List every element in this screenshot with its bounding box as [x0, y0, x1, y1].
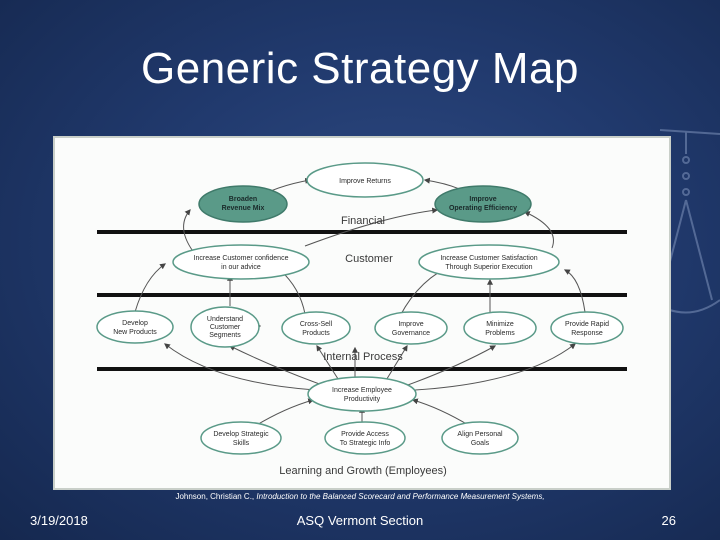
node-cust-conf-label-2: in our advice [221, 264, 261, 271]
node-access-label-1: Provide Access [341, 431, 389, 438]
strategy-map-svg: Improve Returns Broaden Revenue Mix Impr… [96, 162, 627, 477]
node-improve-eff-label-2: Operating Efficiency [449, 205, 517, 212]
node-rapid-label-2: Response [571, 330, 603, 337]
perspective-internal-label: Internal Process [323, 351, 403, 363]
node-improve-governance: Improve Governance [374, 311, 448, 345]
node-cust-sat-label-1: Increase Customer Satisfaction [440, 255, 537, 262]
node-develop-label-1: Develop [122, 320, 148, 327]
node-governance-label-1: Improve [398, 321, 423, 328]
band-line-customer [97, 293, 627, 297]
strategy-map-diagram: Improve Returns Broaden Revenue Mix Impr… [53, 136, 671, 490]
node-align-personal-goals: Align Personal Goals [441, 421, 519, 455]
node-minimize-label-2: Problems [485, 330, 515, 337]
node-skills-label-1: Develop Strategic [213, 431, 269, 438]
node-develop-new-products: Develop New Products [96, 310, 174, 344]
node-understand-label-2: Customer [210, 324, 241, 331]
footer-org: ASQ Vermont Section [296, 513, 424, 528]
node-goals-label-1: Align Personal [457, 431, 503, 438]
footer-page-number: 26 [661, 513, 676, 528]
node-provide-access-strategic-info: Provide Access To Strategic Info [324, 421, 406, 455]
node-productivity-label-2: Productivity [344, 396, 381, 403]
node-increase-customer-satisfaction: Increase Customer Satisfaction Through S… [418, 244, 560, 280]
node-improve-operating-efficiency: Improve Operating Efficiency [434, 185, 532, 223]
node-improve-returns-label: Improve Returns [339, 178, 391, 185]
node-provide-rapid-response: Provide Rapid Response [550, 311, 624, 345]
citation-author: Johnson, Christian C., [175, 492, 257, 501]
perspective-customer-label: Customer [345, 253, 393, 265]
node-minimize-problems: Minimize Problems [463, 311, 537, 345]
node-understand-customer-segments: Understand Customer Segments [190, 306, 260, 348]
node-cross-sell-products: Cross-Sell Products [281, 311, 351, 345]
node-improve-eff-label-1: Improve [469, 196, 496, 203]
node-develop-label-2: New Products [113, 329, 157, 336]
node-cust-conf-label-1: Increase Customer confidence [194, 255, 289, 262]
node-skills-label-2: Skills [233, 440, 250, 447]
node-cross-sell-label-1: Cross-Sell [300, 321, 333, 328]
node-cust-sat-label-2: Through Superior Execution [445, 264, 532, 271]
node-understand-label-3: Segments [209, 332, 241, 339]
perspective-learning-label: Learning and Growth (Employees) [279, 465, 447, 477]
node-increase-customer-confidence: Increase Customer confidence in our advi… [172, 244, 310, 280]
node-broaden-label-2: Revenue Mix [222, 205, 265, 212]
node-productivity-label-1: Increase Employee [332, 387, 392, 394]
citation-title: Introduction to the Balanced Scorecard a… [256, 492, 545, 501]
node-goals-label-2: Goals [471, 440, 490, 447]
citation: Johnson, Christian C., Introduction to t… [0, 492, 720, 501]
perspective-financial-label: Financial [341, 215, 385, 227]
band-line-financial [97, 230, 627, 234]
node-access-label-2: To Strategic Info [340, 440, 391, 447]
node-understand-label-1: Understand [207, 316, 243, 323]
node-rapid-label-1: Provide Rapid [565, 321, 609, 328]
footer-date: 3/19/2018 [30, 513, 88, 528]
node-improve-returns: Improve Returns [306, 162, 424, 198]
band-line-internal [97, 367, 627, 371]
node-broaden-label-1: Broaden [229, 196, 257, 203]
node-increase-employee-productivity: Increase Employee Productivity [307, 376, 417, 412]
node-cross-sell-label-2: Products [302, 330, 330, 337]
node-governance-label-2: Governance [392, 330, 430, 337]
node-minimize-label-1: Minimize [486, 321, 514, 328]
node-develop-strategic-skills: Develop Strategic Skills [200, 421, 282, 455]
slide-title: Generic Strategy Map [141, 44, 579, 93]
node-broaden-revenue-mix: Broaden Revenue Mix [198, 185, 288, 223]
